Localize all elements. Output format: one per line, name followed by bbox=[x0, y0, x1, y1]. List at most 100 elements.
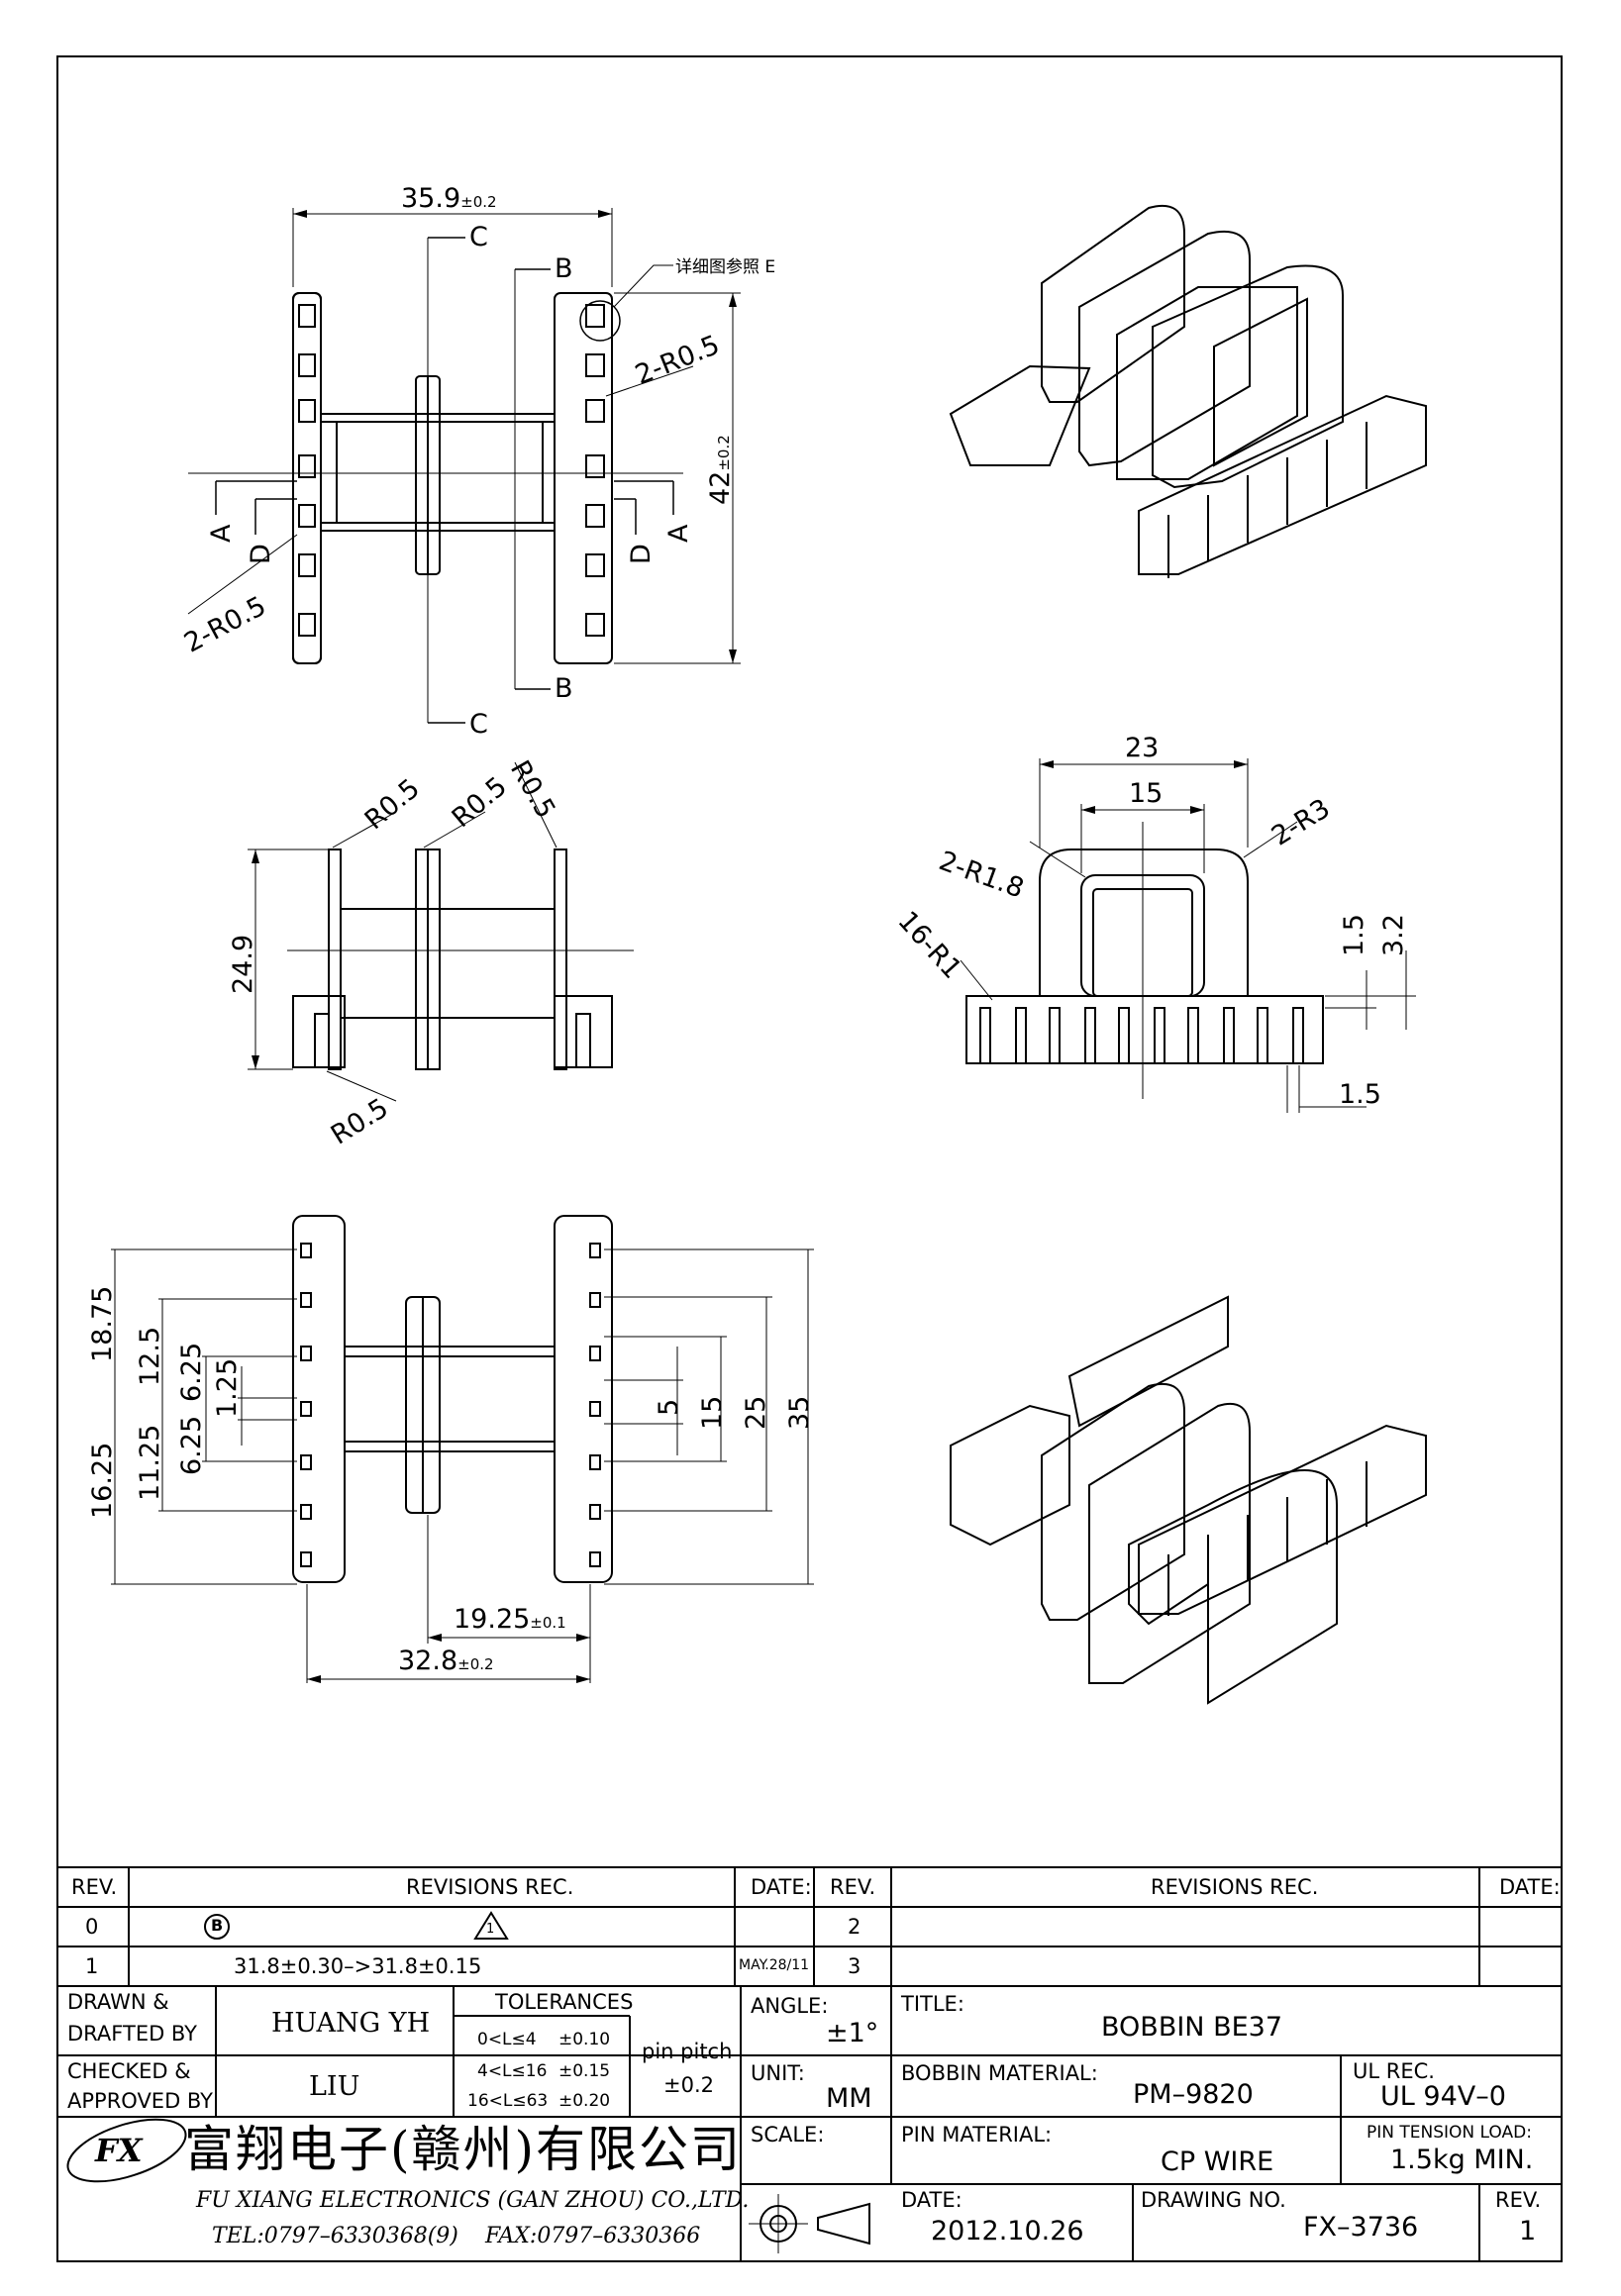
pin-tension-val: 1.5kg MIN. bbox=[1390, 2145, 1534, 2175]
projection-symbol-icon bbox=[749, 2194, 870, 2253]
rev-0: 0 bbox=[85, 1915, 99, 1939]
ul-label: UL REC. bbox=[1353, 2059, 1435, 2083]
hdr-date-2: DATE: bbox=[1499, 1875, 1561, 1899]
drawn-label-1: DRAWN & bbox=[67, 1990, 169, 2014]
section-d-label-right: D bbox=[626, 544, 657, 564]
front-h2-dim: 3.2 bbox=[1378, 914, 1409, 956]
company-logo-icon bbox=[66, 2118, 187, 2183]
bottom-right-25-dim: 25 bbox=[741, 1395, 771, 1430]
ul-val: UL 94V–0 bbox=[1380, 2081, 1506, 2112]
angle-label: ANGLE: bbox=[751, 1994, 829, 2018]
title-block-grid bbox=[57, 1866, 1562, 2261]
bottom-view-left-pins bbox=[300, 1243, 312, 1567]
hdr-date: DATE: bbox=[751, 1875, 812, 1899]
company-name-en: FU XIANG ELECTRONICS (GAN ZHOU) CO.,LTD. bbox=[196, 2188, 750, 2213]
front-w1-dim: 1.5 bbox=[1339, 1079, 1381, 1110]
detail-note: 详细图参照 E bbox=[675, 257, 776, 277]
hdr-revisions: REVISIONS REC. bbox=[406, 1875, 574, 1899]
drawn-by: HUANG YH bbox=[271, 2008, 431, 2039]
side-view bbox=[248, 761, 634, 1102]
bottom-view-right-pins bbox=[589, 1243, 601, 1567]
title-label: TITLE: bbox=[901, 1992, 964, 2016]
tol-row3-val: ±0.20 bbox=[558, 2091, 611, 2111]
section-b-label-top: B bbox=[555, 253, 573, 284]
top-view-right-pins bbox=[585, 304, 605, 637]
drawing-no-label: DRAWING NO. bbox=[1141, 2188, 1286, 2212]
bottom-left-top-dim: 18.75 bbox=[87, 1285, 118, 1362]
bottom-left-d-dim: 6.25 bbox=[176, 1415, 207, 1475]
rev-3: 3 bbox=[848, 1954, 861, 1978]
section-c-label-top: C bbox=[469, 222, 488, 252]
rev-1-flag: 1 bbox=[486, 1922, 495, 1937]
rev-1-marker: B bbox=[211, 1916, 224, 1935]
company-fax: FAX:0797–6330366 bbox=[485, 2224, 701, 2248]
section-b-label-bottom: B bbox=[555, 673, 573, 704]
pin-pitch-val: ±0.2 bbox=[663, 2073, 714, 2097]
rev-label: REV. bbox=[1495, 2188, 1542, 2212]
checked-by: LIU bbox=[309, 2071, 360, 2102]
bottom-right-35-dim: 35 bbox=[784, 1395, 815, 1430]
bottom-right-5-dim: 5 bbox=[654, 1398, 684, 1416]
top-height-dim: 42±0.2 bbox=[705, 435, 736, 505]
hdr-rev: REV. bbox=[71, 1875, 118, 1899]
drawing-no-val: FX–3736 bbox=[1303, 2212, 1419, 2243]
bobbin-material-label: BOBBIN MATERIAL: bbox=[901, 2061, 1098, 2085]
bottom-left-a-dim: 12.5 bbox=[135, 1326, 165, 1386]
bottom-left-bottom-dim: 16.25 bbox=[87, 1442, 118, 1519]
bottom-left-b-dim: 6.25 bbox=[176, 1342, 207, 1402]
bottom-right-15-dim: 15 bbox=[697, 1395, 728, 1430]
section-a-label-left: A bbox=[206, 524, 237, 543]
pin-tension-label: PIN TENSION LOAD: bbox=[1367, 2123, 1532, 2143]
top-view bbox=[187, 208, 741, 724]
front-outer-dim: 23 bbox=[1125, 733, 1160, 763]
company-name-cn: 富翔电子(赣州)有限公司 bbox=[184, 2121, 743, 2178]
iso-view-top bbox=[949, 204, 1427, 578]
tol-row1-val: ±0.10 bbox=[558, 2030, 611, 2049]
company-tel: TEL:0797–6330368(9) bbox=[212, 2224, 458, 2248]
pin-material-val: CP WIRE bbox=[1161, 2146, 1274, 2177]
bottom-left-c-dim: 1.25 bbox=[212, 1357, 243, 1418]
front-inner-dim: 15 bbox=[1129, 778, 1164, 809]
angle-val: ±1° bbox=[826, 2018, 879, 2048]
side-height-dim: 24.9 bbox=[228, 934, 258, 994]
rev-1-date: MAY.28/11 bbox=[739, 1957, 810, 1973]
title-val: BOBBIN BE37 bbox=[1101, 2012, 1283, 2043]
tol-row2-val: ±0.15 bbox=[558, 2061, 611, 2081]
iso-view-bottom bbox=[950, 1295, 1427, 1705]
sheet-border bbox=[56, 55, 1563, 2262]
tol-row1-range: 0<L≤4 bbox=[477, 2030, 537, 2049]
bottom-view bbox=[111, 1215, 814, 1683]
unit-label: UNIT: bbox=[751, 2061, 805, 2085]
checked-label-2: APPROVED BY bbox=[67, 2089, 214, 2113]
hdr-revisions-2: REVISIONS REC. bbox=[1151, 1875, 1319, 1899]
bottom-width-dim: 32.8±0.2 bbox=[398, 1646, 494, 1676]
section-d-label-left: D bbox=[246, 544, 276, 564]
pin-material-label: PIN MATERIAL: bbox=[901, 2123, 1053, 2146]
top-view-left-pins bbox=[298, 304, 316, 637]
tol-row3-range: 16<L≤63 bbox=[467, 2091, 549, 2111]
revision-flag-icon bbox=[473, 1911, 509, 1940]
tolerances-label: TOLERANCES bbox=[495, 1990, 634, 2014]
scale-label: SCALE: bbox=[751, 2123, 825, 2146]
tol-row2-range: 4<L≤16 bbox=[477, 2061, 548, 2081]
unit-val: MM bbox=[826, 2083, 872, 2114]
rev-1: 1 bbox=[85, 1954, 99, 1978]
front-view-pin-slots bbox=[979, 1007, 1304, 1064]
front-h1-dim: 1.5 bbox=[1339, 914, 1369, 956]
top-width-dim: 35.9±0.2 bbox=[401, 183, 497, 214]
rev-val: 1 bbox=[1519, 2216, 1537, 2246]
hdr-rev-2: REV. bbox=[830, 1875, 876, 1899]
revision-marker-icon bbox=[204, 1914, 230, 1940]
bobbin-material-val: PM–9820 bbox=[1133, 2079, 1254, 2110]
checked-label-1: CHECKED & bbox=[67, 2059, 191, 2083]
rev-1-text: 31.8±0.30–>31.8±0.15 bbox=[234, 1954, 482, 1978]
date-label: DATE: bbox=[901, 2188, 962, 2212]
section-a-label-right: A bbox=[663, 524, 694, 543]
bottom-left-e-dim: 11.25 bbox=[135, 1424, 165, 1501]
front-view bbox=[960, 758, 1416, 1113]
date-val: 2012.10.26 bbox=[931, 2216, 1084, 2246]
company-logo-text: FX bbox=[95, 2132, 143, 2169]
drawn-label-2: DRAFTED BY bbox=[67, 2022, 198, 2046]
